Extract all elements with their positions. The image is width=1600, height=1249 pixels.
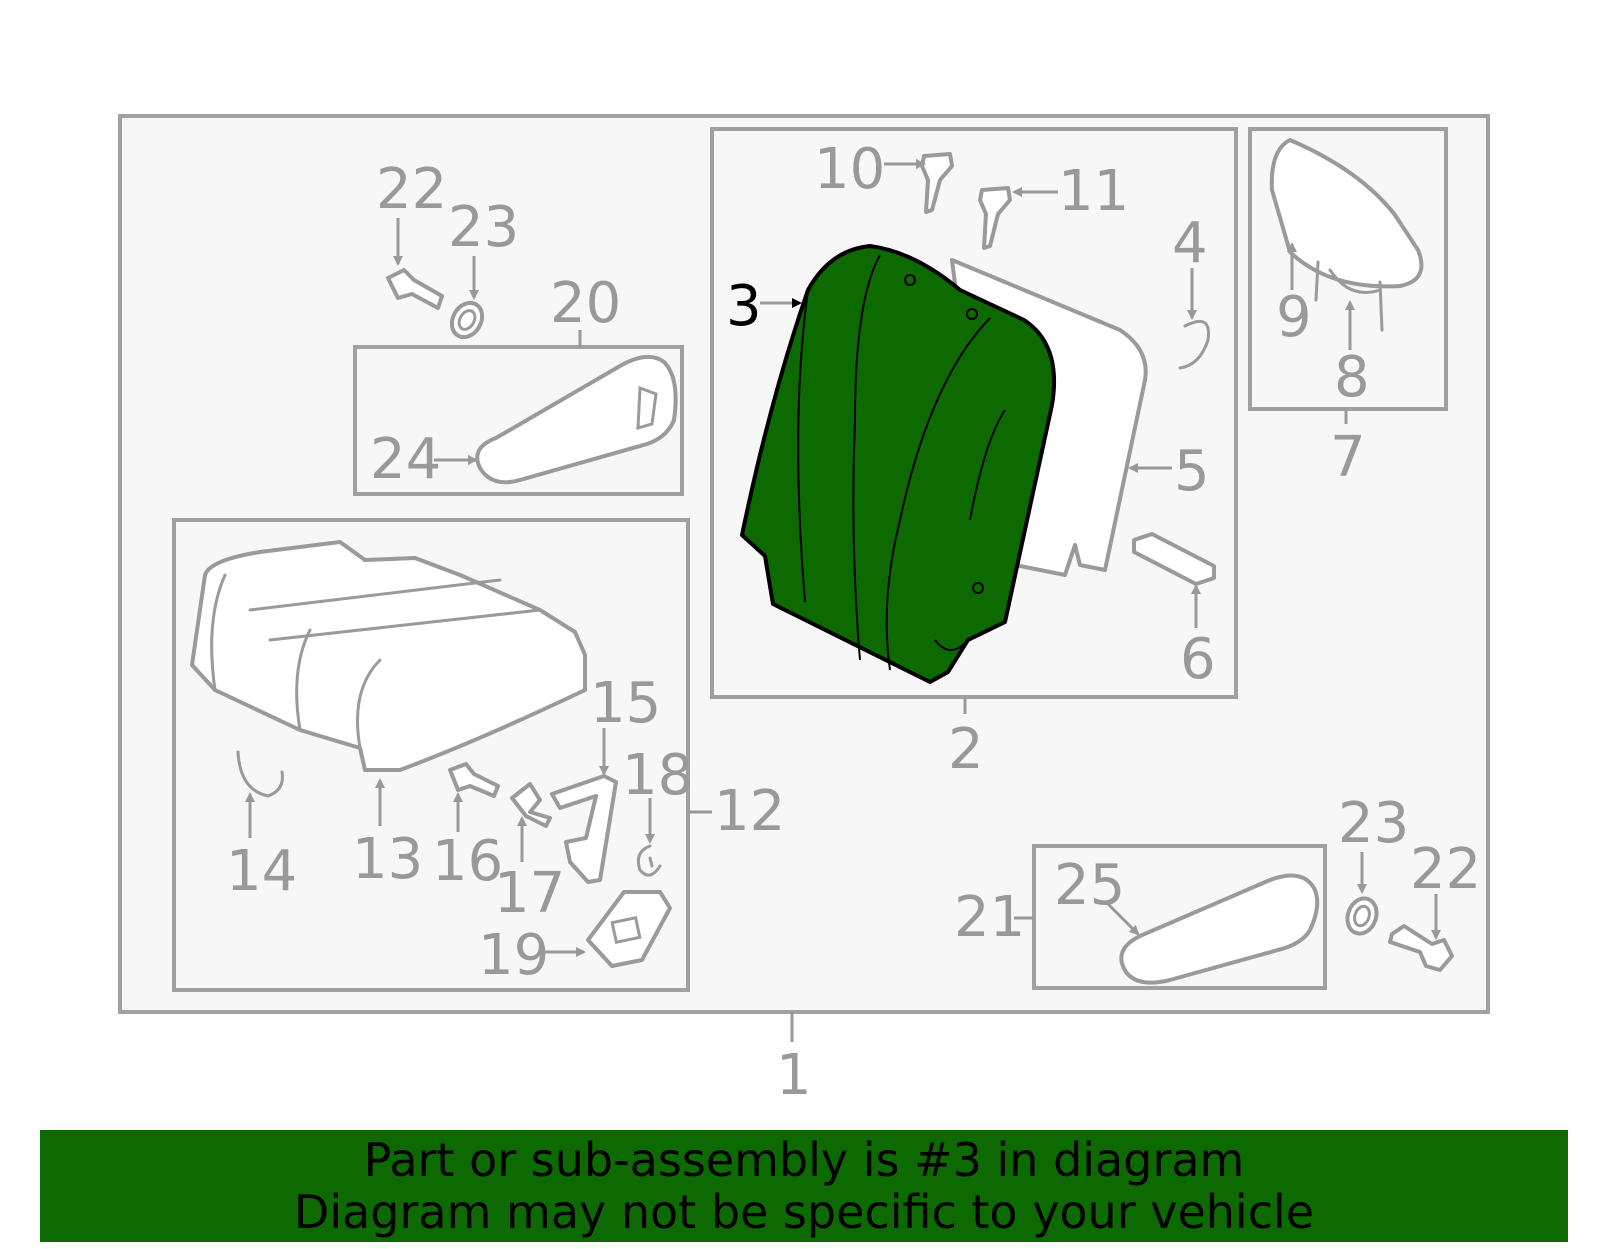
handle-19-button (610, 915, 642, 945)
callout-12: 12 (714, 779, 785, 844)
lever-24-recess (636, 385, 658, 431)
seat-back-cover-hole (966, 308, 978, 320)
seat-back-group-box (710, 127, 1238, 699)
caption-line-1: Part or sub-assembly is #3 in diagram (363, 1133, 1245, 1187)
cushion-group-box (172, 518, 690, 992)
callout-25: 25 (1054, 853, 1125, 918)
callout-14: 14 (226, 839, 297, 904)
callout-17: 17 (494, 861, 565, 926)
callout-19: 19 (478, 923, 549, 988)
washer-23-right (1345, 896, 1379, 936)
callout-6: 6 (1180, 627, 1216, 692)
handle-19 (586, 890, 672, 968)
callout-23-right: 23 (1338, 791, 1409, 856)
part-caption-banner: Part or sub-assembly is #3 in diagram Di… (40, 1130, 1568, 1242)
callout-21: 21 (954, 885, 1025, 950)
seat-back-cover-hole (972, 582, 984, 594)
callout-13: 13 (352, 827, 423, 892)
headrest-guide-11 (978, 186, 1012, 250)
headrest (1269, 138, 1424, 289)
wire-clip-4 (1178, 319, 1211, 370)
callout-5: 5 (1174, 439, 1210, 504)
seat-back-cover-highlighted (740, 244, 1057, 684)
callout-9: 9 (1276, 285, 1312, 350)
leader-25 (1104, 900, 1140, 936)
lever-25 (1119, 873, 1320, 985)
callout-22-right: 22 (1410, 837, 1481, 902)
callout-15: 15 (590, 671, 661, 736)
seat-back-cover-hole (904, 274, 916, 286)
bolt-16 (448, 762, 500, 798)
washer-23-top-inner (457, 309, 477, 331)
caption-line-2: Diagram may not be specific to your vehi… (293, 1185, 1315, 1239)
washer-23-top (449, 300, 485, 340)
seat-cushion-pad (190, 540, 587, 772)
bolt-22-right (1388, 924, 1454, 972)
callout-1: 1 (776, 1043, 812, 1108)
callout-7: 7 (1330, 425, 1366, 490)
lever-24 (475, 354, 678, 485)
headrest-group-box (1248, 127, 1448, 411)
callout-3: 3 (726, 274, 762, 339)
callout-22-top: 22 (376, 157, 447, 222)
clip-17 (510, 782, 552, 828)
callout-10: 10 (814, 137, 885, 202)
bolt-22-top (386, 268, 444, 310)
callout-16: 16 (432, 829, 503, 894)
callout-4: 4 (1172, 211, 1208, 276)
cover-20-group-box (353, 345, 684, 496)
callout-24: 24 (370, 427, 441, 492)
washer-23-right-inner (1353, 904, 1371, 928)
seat-back-cover-seams (797, 254, 1006, 671)
callout-20: 20 (550, 271, 621, 336)
seat-cushion-seams (210, 573, 542, 750)
clip-18 (636, 844, 662, 877)
callout-18: 18 (622, 743, 693, 808)
headrest-post (1314, 260, 1384, 332)
callout-2: 2 (948, 717, 984, 782)
callout-11: 11 (1058, 159, 1129, 224)
callout-23-top: 23 (448, 195, 519, 260)
headrest-guide-10 (920, 152, 954, 214)
bracket-6 (1132, 532, 1216, 586)
hook-14 (236, 750, 284, 798)
callout-8: 8 (1334, 345, 1370, 410)
bracket-15 (550, 774, 618, 884)
